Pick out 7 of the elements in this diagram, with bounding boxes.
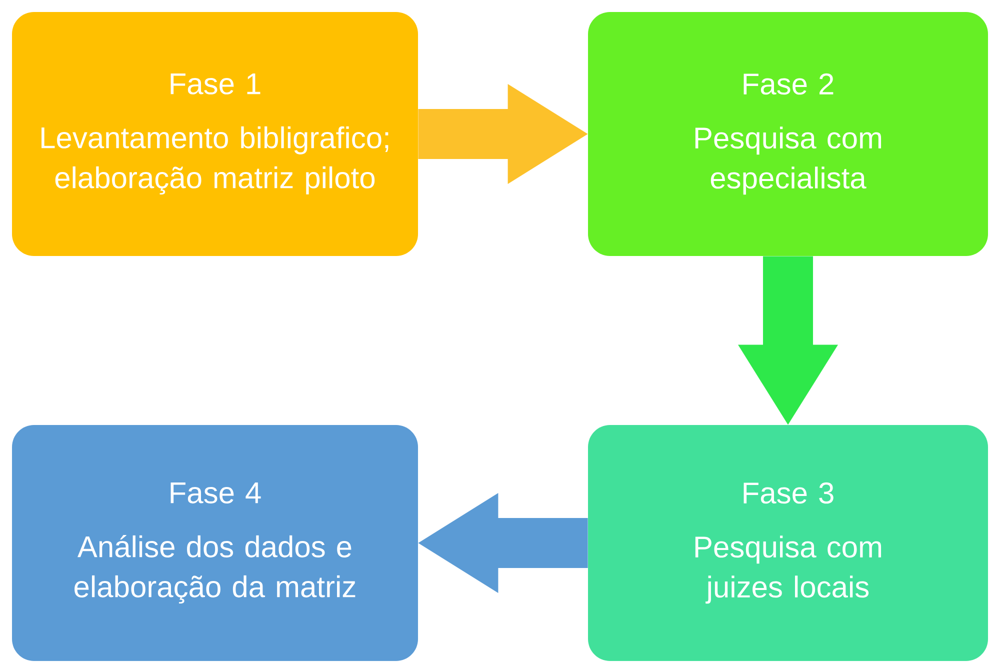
block-arrow: [418, 84, 588, 184]
block-arrow: [738, 256, 838, 425]
phase-box: Fase 1 Levantamento bibligrafico; elaboração matriz piloto: [12, 12, 418, 256]
block-arrow: [418, 493, 588, 593]
phase-box: Fase 4 Análise dos dados e elaboração da matriz: [12, 425, 418, 661]
phase-box: Fase 2 Pesquisa com especialista: [588, 12, 988, 256]
phase-box: Fase 3 Pesquisa com juizes locais: [588, 425, 988, 661]
